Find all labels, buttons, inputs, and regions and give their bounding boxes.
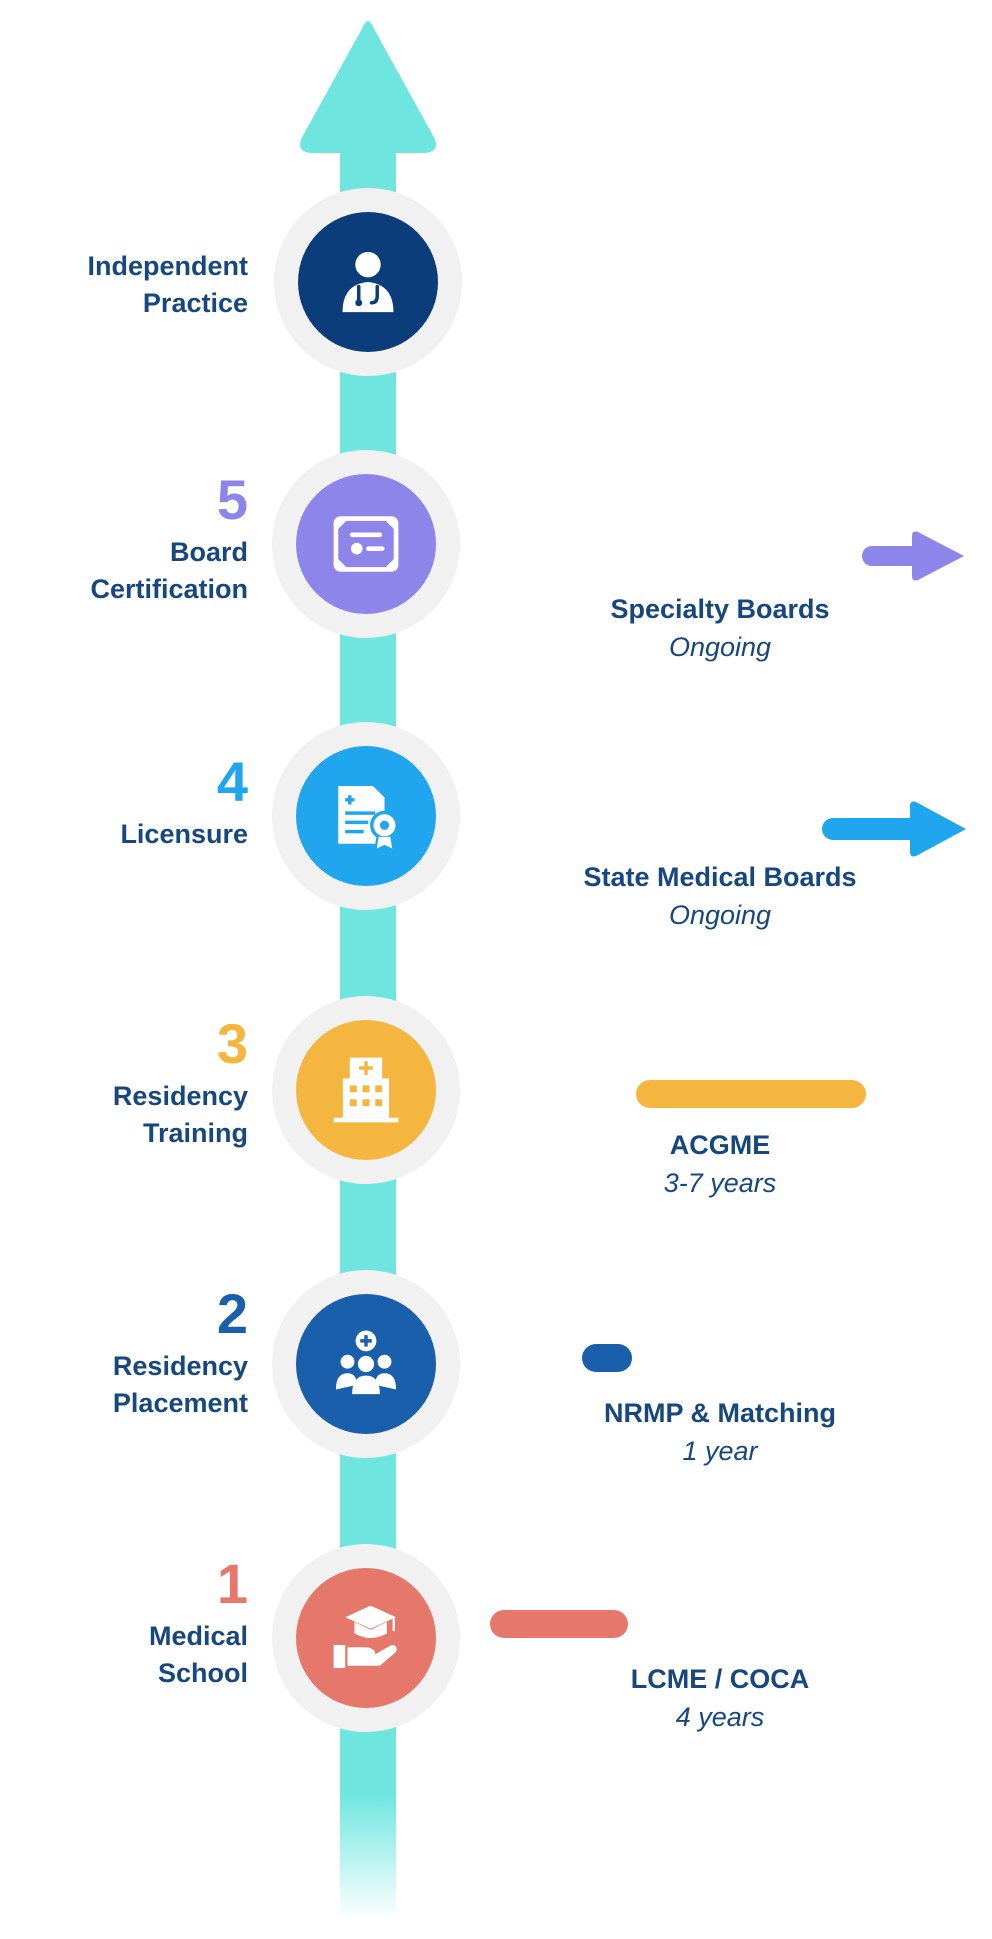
stage-title-line: Certification xyxy=(90,574,248,604)
hospital-icon xyxy=(333,1057,399,1123)
oversight-org: State Medical Boards xyxy=(583,862,857,892)
duration: 3-7 years xyxy=(663,1168,777,1198)
stage-title-line: Independent xyxy=(87,251,249,281)
license-document-icon xyxy=(338,785,399,853)
stage-disc xyxy=(296,1020,436,1160)
stage-title-line: Residency xyxy=(112,1351,248,1381)
stage-detail-licensure: State Medical Boards Ongoing xyxy=(510,858,930,934)
stage-disc xyxy=(296,474,436,614)
step-number: 2 xyxy=(216,1282,248,1345)
up-arrow-icon xyxy=(300,21,436,160)
stage-detail-residency-training: ACGME 3-7 years xyxy=(510,1126,930,1202)
medical-team-icon xyxy=(335,1330,397,1395)
stage-disc xyxy=(296,1294,436,1434)
stage-label-independent-practice: Independent Practice xyxy=(88,248,249,322)
stage-title-line: Board xyxy=(169,537,248,567)
stage-detail-medical-school: LCME / COCA 4 years xyxy=(510,1660,930,1736)
stage-title-line: Training xyxy=(142,1118,248,1148)
duration-bar xyxy=(490,1610,628,1638)
stage-node-independent-practice xyxy=(274,188,462,376)
stage-node-residency-placement xyxy=(272,1270,460,1458)
stage-disc xyxy=(296,1568,436,1708)
stage-node-board-certification xyxy=(272,450,460,638)
doctor-icon xyxy=(342,251,394,313)
oversight-org: LCME / COCA xyxy=(630,1664,810,1694)
stage-title-line: Placement xyxy=(112,1388,248,1418)
step-number: 4 xyxy=(216,750,248,813)
ongoing-arrow-icon xyxy=(822,801,966,857)
stage-title-line: Practice xyxy=(142,288,248,318)
duration: Ongoing xyxy=(668,900,772,930)
stage-label-medical-school: 1 Medical School xyxy=(149,1556,248,1692)
duration-bar xyxy=(636,1080,866,1108)
stage-detail-residency-placement: NRMP & Matching 1 year xyxy=(510,1394,930,1470)
step-number: 3 xyxy=(216,1012,248,1075)
stage-title-line: School xyxy=(157,1658,248,1688)
stage-detail-board-certification: Specialty Boards Ongoing xyxy=(510,590,930,666)
ongoing-arrow-icon xyxy=(862,531,964,581)
stage-title-line: Licensure xyxy=(120,819,248,849)
stage-label-board-certification: 5 Board Certification xyxy=(90,472,248,608)
stage-label-licensure: 4 Licensure xyxy=(120,754,248,853)
certificate-icon xyxy=(333,516,399,572)
graduation-cap-hand-icon xyxy=(333,1605,397,1669)
stage-node-medical-school xyxy=(272,1544,460,1732)
stage-node-residency-training xyxy=(272,996,460,1184)
stage-label-residency-placement: 2 Residency Placement xyxy=(113,1286,248,1422)
duration: 4 years xyxy=(675,1702,765,1732)
oversight-org: Specialty Boards xyxy=(610,594,830,624)
step-number: 1 xyxy=(216,1552,248,1615)
duration-bar xyxy=(582,1344,632,1372)
duration: 1 year xyxy=(682,1436,758,1466)
stage-title-line: Residency xyxy=(112,1081,248,1111)
oversight-org: NRMP & Matching xyxy=(603,1398,836,1428)
stage-node-licensure xyxy=(272,722,460,910)
stage-disc xyxy=(296,746,436,886)
step-number: 5 xyxy=(216,468,248,531)
stage-label-residency-training: 3 Residency Training xyxy=(113,1016,248,1152)
duration: Ongoing xyxy=(668,632,772,662)
stage-disc xyxy=(298,212,438,352)
oversight-org: ACGME xyxy=(669,1130,771,1160)
stage-title-line: Medical xyxy=(148,1621,248,1651)
